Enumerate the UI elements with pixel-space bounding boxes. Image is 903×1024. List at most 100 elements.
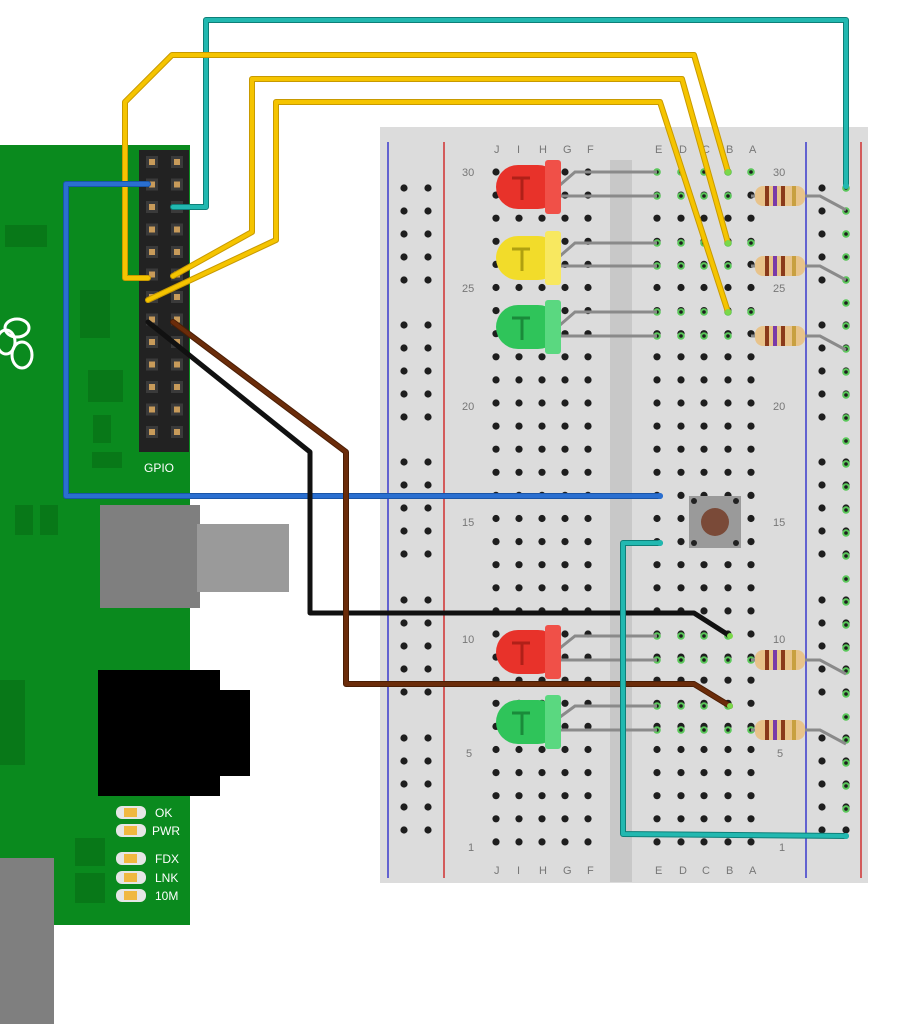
svg-text:5: 5 [777, 748, 783, 760]
breadboard-hole [515, 422, 523, 430]
breadboard-hole [747, 630, 755, 638]
breadboard-hole [561, 468, 569, 476]
breadboard-hole [724, 838, 732, 846]
breadboard-hole [584, 769, 592, 777]
gpio-pin-core [174, 226, 180, 233]
svg-text:1: 1 [468, 842, 474, 854]
breadboard-hole [700, 283, 708, 292]
rail-hole [424, 230, 432, 238]
rail-hole [424, 390, 432, 398]
breadboard-hole [747, 491, 755, 499]
breadboard-hole [538, 561, 546, 569]
rail-hole [818, 344, 826, 352]
breadboard-hole [700, 561, 708, 569]
breadboard-hole [515, 514, 523, 523]
breadboard-hole [747, 607, 755, 615]
breadboard-hole [653, 445, 661, 453]
resistor-band [792, 186, 796, 206]
gpio-pin-core [149, 316, 155, 323]
breadboard-hole [538, 745, 546, 754]
gpio-pin-core [149, 271, 155, 278]
connected-hole-core [679, 194, 683, 198]
breadboard-hole [492, 538, 500, 546]
breadboard-hole [724, 399, 732, 407]
rail-connected-hole-core [844, 508, 848, 512]
breadboard-hole [747, 792, 755, 800]
usb-port [100, 505, 200, 608]
breadboard-hole [653, 376, 661, 384]
breadboard-hole [515, 561, 523, 569]
rail-hole [424, 458, 432, 466]
breadboard-hole [700, 745, 708, 754]
breadboard-hole [584, 399, 592, 407]
svg-text:A: A [749, 144, 757, 156]
svg-text:D: D [679, 144, 687, 156]
breadboard-hole [492, 283, 500, 292]
breadboard-hole [584, 815, 592, 823]
resistor [751, 256, 847, 282]
svg-text:25: 25 [773, 283, 785, 295]
breadboard-hole [724, 745, 732, 754]
breadboard-hole [724, 792, 732, 800]
breadboard-hole [584, 283, 592, 292]
svg-text:J: J [494, 865, 500, 877]
breadboard-hole [700, 676, 708, 684]
gpio-pin-core [149, 204, 155, 210]
rail-hole [424, 826, 432, 834]
rail-hole [400, 367, 408, 375]
breadboard-hole [561, 168, 569, 176]
resistor-band [773, 186, 777, 206]
wire-black [145, 319, 733, 639]
rail-hole [818, 504, 826, 512]
breadboard-hole [515, 792, 523, 800]
breadboard-hole [677, 514, 685, 523]
resistor-band [781, 326, 785, 346]
breadboard-hole [492, 584, 500, 592]
led-red-2 [496, 625, 561, 679]
breadboard-hole [653, 399, 661, 407]
breadboard-hole [584, 468, 592, 476]
rail-connected-hole-core [844, 600, 848, 604]
status-label-lnk: LNK [155, 871, 178, 885]
breadboard-hole [724, 283, 732, 292]
gpio-pin-core [174, 406, 180, 413]
rail-hole [818, 390, 826, 398]
push-button[interactable] [689, 496, 741, 548]
breadboard-hole [677, 445, 685, 453]
svg-text:H: H [539, 144, 547, 156]
breadboard-hole [561, 538, 569, 546]
breadboard-hole [515, 745, 523, 754]
breadboard-hole [724, 422, 732, 430]
breadboard-hole [724, 815, 732, 823]
connected-hole-core [679, 241, 683, 245]
svg-text:30: 30 [773, 167, 785, 179]
breadboard-hole [653, 792, 661, 800]
rail-hole [424, 481, 432, 489]
rail-hole [400, 619, 408, 627]
breadboard-hole [747, 676, 755, 684]
resistor-band [792, 256, 796, 276]
svg-text:A: A [749, 865, 757, 877]
svg-text:1: 1 [779, 842, 785, 854]
breadboard-hole [653, 584, 661, 592]
rail-hole [818, 826, 826, 834]
rail-connected-hole-core [844, 784, 848, 788]
status-label-10m: 10M [155, 889, 178, 903]
resistor-band [792, 650, 796, 670]
breadboard-hole [515, 468, 523, 476]
column-letters-top: J I H G F E D C B A [494, 144, 757, 156]
breadboard-hole [653, 514, 661, 523]
breadboard-hole [700, 376, 708, 384]
breadboard-hole [515, 445, 523, 453]
breadboard-hole [747, 699, 755, 707]
rail-connected-hole-core [844, 232, 848, 236]
svg-text:E: E [655, 865, 662, 877]
rail-hole [818, 413, 826, 421]
rail-hole [424, 527, 432, 535]
breadboard-hole [584, 422, 592, 430]
breadboard-hole [561, 514, 569, 523]
resistor-body [755, 186, 805, 206]
status-label-fdx: FDX [155, 852, 179, 866]
status-leds: OK PWR FDX LNK 10M [116, 806, 180, 903]
svg-text:E: E [655, 144, 662, 156]
